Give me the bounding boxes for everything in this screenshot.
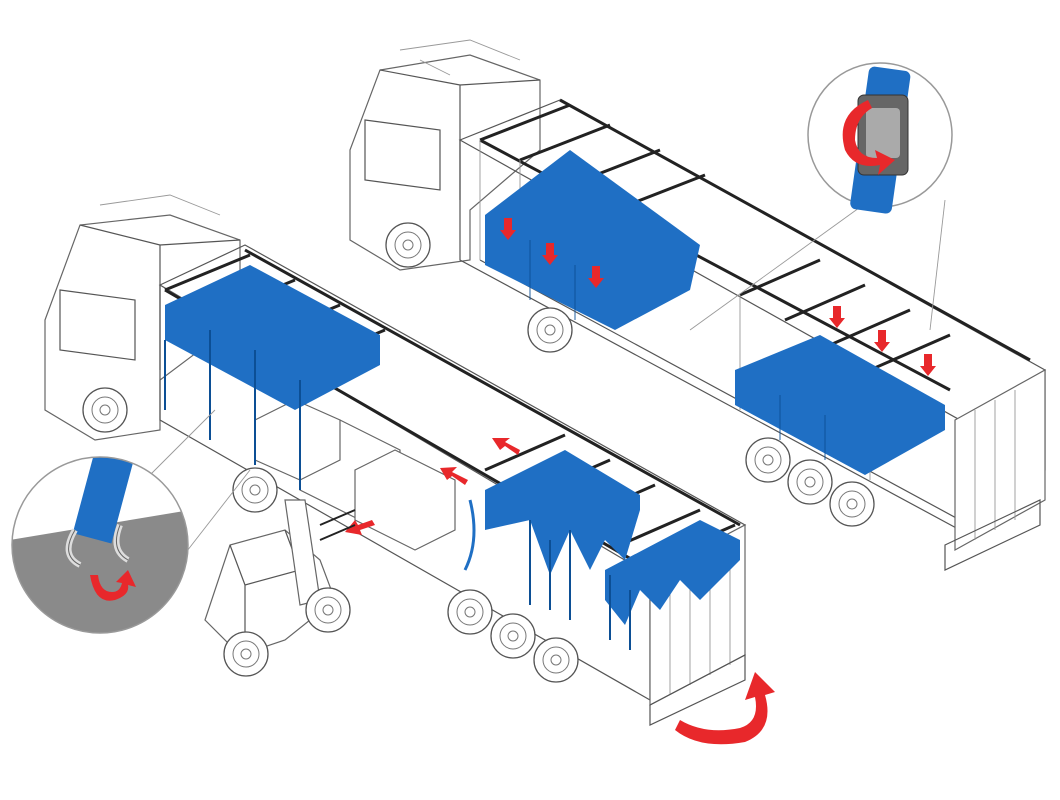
ratchet-strap-icon <box>857 94 909 176</box>
hook-strap-icon <box>65 523 130 568</box>
front-tarp-middle <box>485 450 640 575</box>
rotate-arrow-icon <box>842 100 895 175</box>
down-arrow-icon <box>829 306 845 328</box>
rotate-arrow-icon <box>675 672 775 745</box>
front-tarp-rear <box>605 520 740 625</box>
forklift <box>204 499 356 677</box>
rear-tarp-front <box>485 150 700 330</box>
down-arrow-icon <box>920 354 936 376</box>
hook-detail-inset <box>11 409 251 634</box>
rear-truck <box>349 39 1047 571</box>
front-trailer <box>158 244 747 726</box>
rotate-arrow-icon <box>90 570 136 601</box>
front-tarp-front <box>165 265 380 410</box>
rear-truck-cab <box>349 39 541 271</box>
down-arrow-icon <box>874 330 890 352</box>
front-truck <box>44 194 775 745</box>
ratchet-detail-inset <box>689 62 953 331</box>
rear-tarp-back <box>735 335 945 475</box>
push-arrow-icon <box>345 438 520 535</box>
